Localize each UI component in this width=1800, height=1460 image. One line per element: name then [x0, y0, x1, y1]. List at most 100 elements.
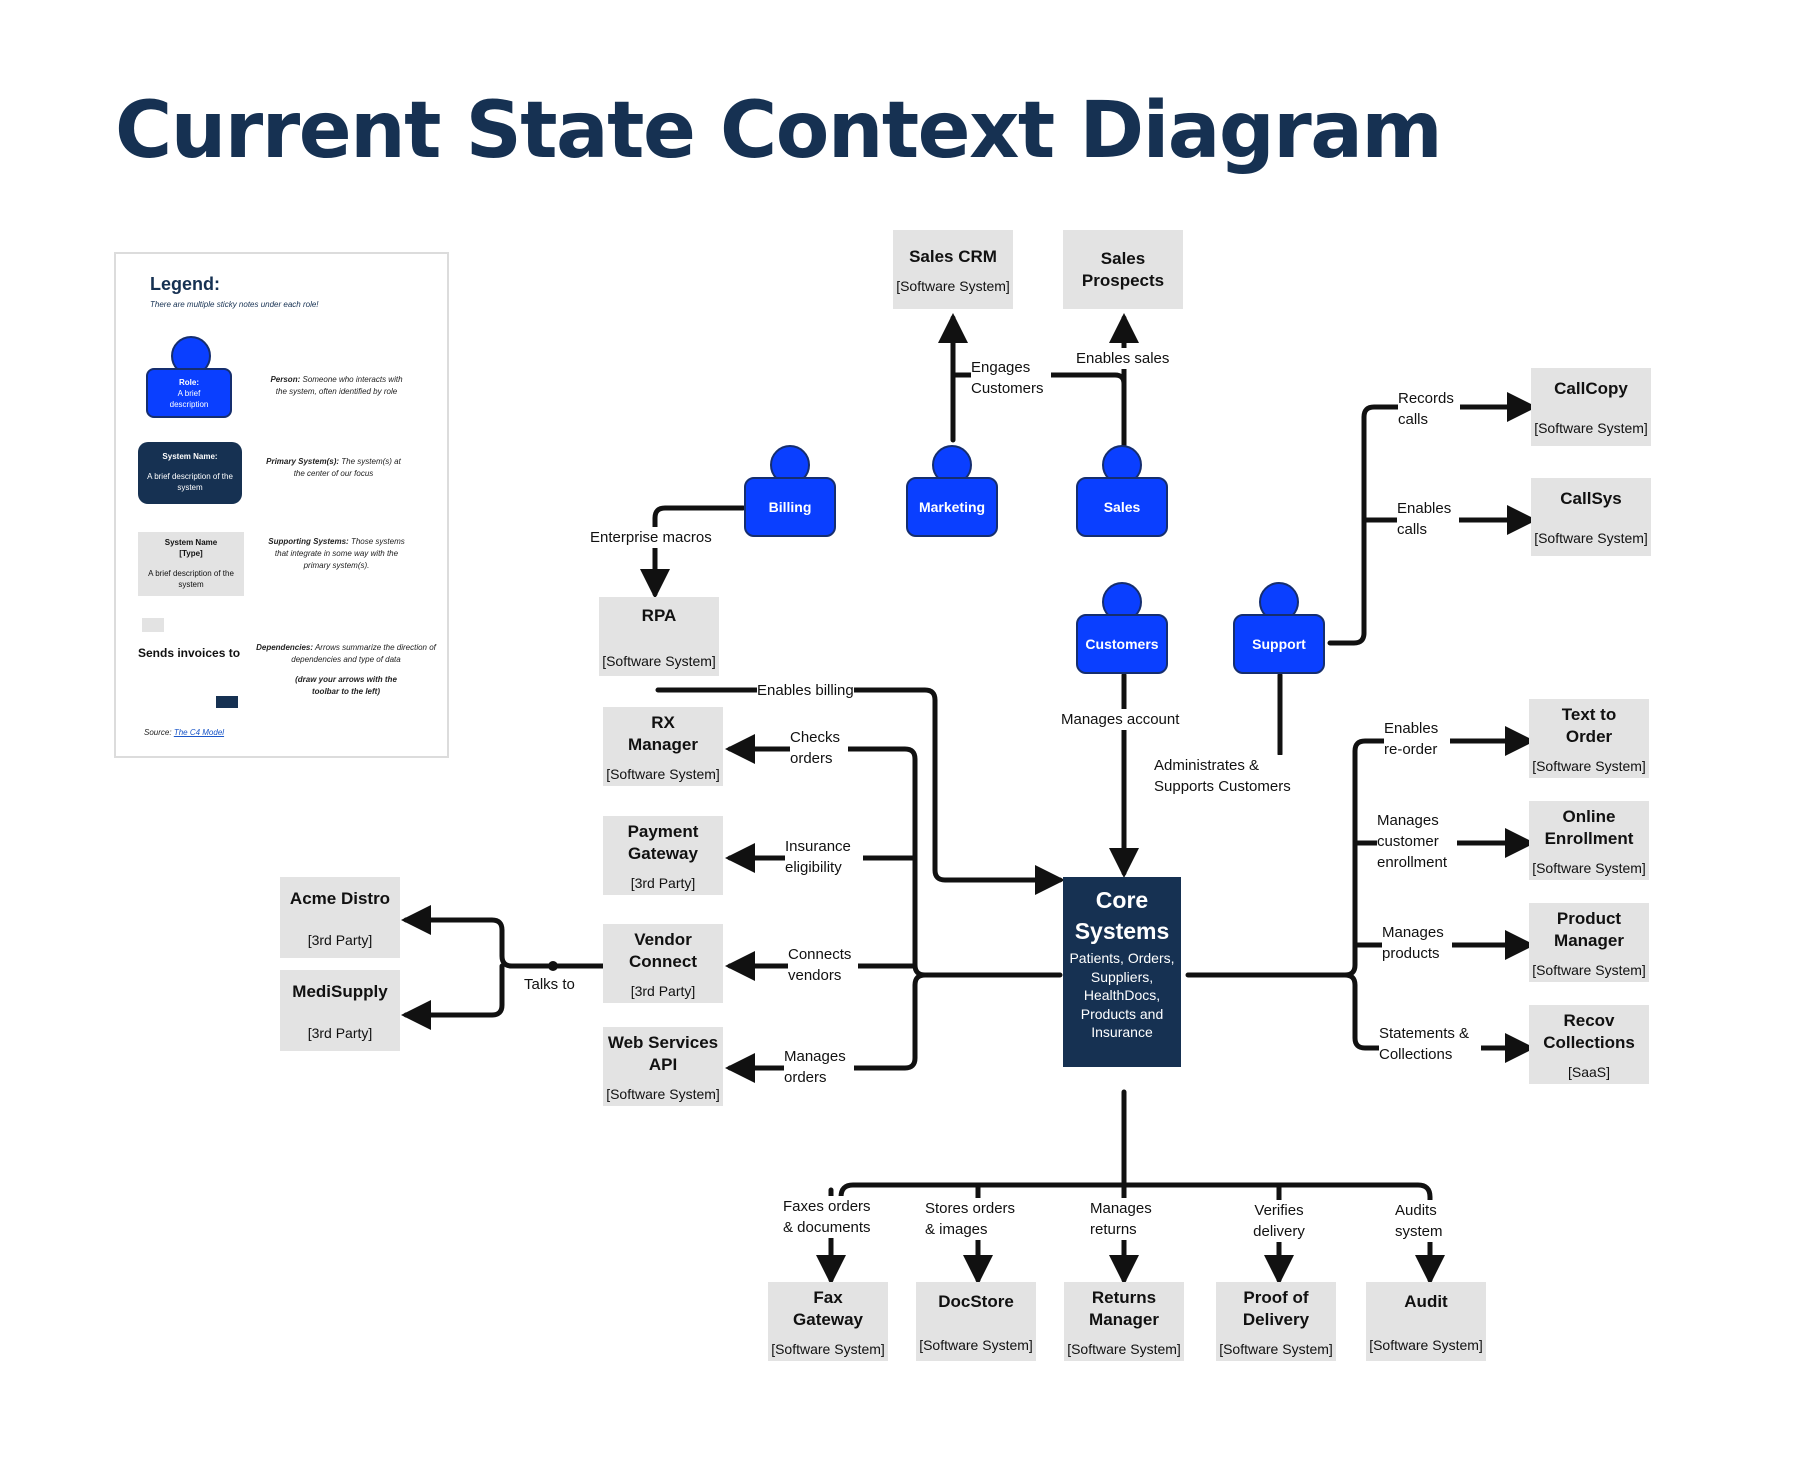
legend-person-card: Role: A brief description — [146, 336, 236, 426]
legend-primary-name: System Name: — [162, 452, 218, 461]
legend-title: Legend: — [150, 274, 220, 294]
system-type: [Software System] — [1532, 961, 1646, 978]
system-proof-of-delivery[interactable]: Proof of Delivery [Software System] — [1216, 1282, 1336, 1361]
core-systems-name: Core Systems — [1074, 887, 1170, 944]
edge-junction-dot — [548, 961, 558, 971]
person-marketing[interactable]: Marketing — [906, 445, 998, 539]
person-support[interactable]: Support — [1233, 582, 1325, 676]
system-type: [Software System] — [1532, 757, 1646, 774]
legend-supporting-term: Supporting Systems: — [268, 537, 349, 546]
legend-supporting-text: Supporting Systems: Those systems that i… — [264, 536, 409, 572]
system-name: Online Enrollment — [1544, 806, 1634, 848]
edge-label-insurance-eligibility: Insurance eligibility — [785, 836, 863, 878]
edge-label-enables-reorder: Enables re-order — [1384, 718, 1450, 760]
legend-person-body: Role: A brief description — [146, 368, 232, 418]
person-customers[interactable]: Customers — [1076, 582, 1168, 676]
system-type: [Software System] — [606, 765, 720, 782]
system-type: [Software System] — [1369, 1336, 1483, 1353]
edge-label-enables-calls: Enables calls — [1397, 498, 1459, 540]
edge-label-engages-customers: Engages Customers — [971, 357, 1051, 399]
system-type: [Software System] — [1534, 420, 1648, 436]
legend-person-term: Person: — [270, 375, 301, 384]
person-sales[interactable]: Sales — [1076, 445, 1168, 539]
person-billing[interactable]: Billing — [744, 445, 836, 539]
legend-primary-text: Primary System(s): The system(s) at the … — [266, 456, 401, 480]
system-acme-distro[interactable]: Acme Distro [3rd Party] — [280, 877, 400, 958]
system-rx-manager[interactable]: RX Manager [Software System] — [603, 707, 723, 786]
edge-rpa-to-core — [655, 687, 1065, 895]
edge-billing-to-rpa — [640, 505, 746, 599]
system-name: MediSupply — [292, 981, 388, 1001]
legend-dependency-desc-text: Arrows summarize the direction of depend… — [291, 643, 436, 664]
legend-subtitle: There are multiple sticky notes under ea… — [150, 300, 319, 309]
system-sales-prospects[interactable]: Sales Prospects — [1063, 230, 1183, 309]
system-type: [SaaS] — [1567, 1063, 1611, 1080]
system-type: [3rd Party] — [307, 931, 373, 948]
system-medisupply[interactable]: MediSupply [3rd Party] — [280, 970, 400, 1051]
legend-dependency-text: Dependencies: Arrows summarize the direc… — [256, 642, 436, 666]
system-type: [Software System] — [602, 652, 716, 669]
legend-person-text: Person: Someone who interacts with the s… — [264, 374, 409, 398]
system-callsys[interactable]: CallSys [Software System] — [1531, 478, 1651, 556]
legend-dependency-label: Sends invoices to — [138, 646, 241, 660]
edge-label-manages-enrollment: Manages customer enrollment — [1377, 810, 1457, 873]
legend-person-desc-text: Someone who interacts with the system, o… — [275, 375, 403, 396]
system-name: Proof of Delivery — [1242, 1287, 1310, 1329]
system-text-to-order[interactable]: Text to Order [Software System] — [1529, 699, 1649, 778]
system-type: [3rd Party] — [307, 1024, 373, 1041]
system-name: Web Services API — [607, 1032, 719, 1074]
legend-source-label: Source: — [144, 728, 172, 737]
system-name: RPA — [641, 605, 677, 625]
system-rpa[interactable]: RPA [Software System] — [599, 597, 719, 676]
system-callcopy[interactable]: CallCopy [Software System] — [1531, 368, 1651, 446]
system-vendor-connect[interactable]: Vendor Connect [3rd Party] — [603, 924, 723, 1003]
system-name: Recov Collections — [1543, 1010, 1635, 1052]
system-name: Audit — [1404, 1291, 1448, 1311]
core-systems-box[interactable]: Core Systems Patients, Orders, Suppliers… — [1063, 877, 1181, 1067]
edge-label-verifies-delivery: Verifies delivery — [1246, 1200, 1312, 1242]
system-type: [Software System] — [606, 1085, 720, 1102]
system-type: [Software System] — [1219, 1340, 1333, 1357]
edge-support-to-callcopy — [1327, 392, 1537, 646]
system-name: DocStore — [938, 1291, 1014, 1311]
edge-label-enables-sales: Enables sales — [1076, 348, 1170, 369]
system-fax-gateway[interactable]: Fax Gateway [Software System] — [768, 1282, 888, 1361]
system-web-services-api[interactable]: Web Services API [Software System] — [603, 1027, 723, 1106]
edge-label-faxes-orders: Faxes orders & documents — [783, 1196, 883, 1238]
edge-label-audits-system: Audits system — [1395, 1200, 1453, 1242]
system-name: Product Manager — [1554, 908, 1624, 950]
core-systems-desc: Patients, Orders, Suppliers, HealthDocs,… — [1069, 950, 1175, 1040]
legend-primary-desc-text: The system(s) at the center of our focus — [293, 457, 401, 478]
edge-label-checks-orders: Checks orders — [790, 727, 848, 769]
edge-label-statements-collections: Statements & Collections — [1379, 1023, 1481, 1065]
legend-supporting-desc-text: Those systems that integrate in some way… — [274, 537, 405, 570]
system-payment-gateway[interactable]: Payment Gateway [3rd Party] — [603, 816, 723, 895]
legend-panel: Legend: There are multiple sticky notes … — [114, 252, 449, 758]
system-name: Payment Gateway — [627, 821, 699, 863]
legend-supporting-name: System Name — [164, 538, 218, 547]
system-online-enrollment[interactable]: Online Enrollment [Software System] — [1529, 801, 1649, 880]
legend-source-link[interactable]: The C4 Model — [173, 728, 225, 737]
system-docstore[interactable]: DocStore [Software System] — [916, 1282, 1036, 1361]
system-returns-manager[interactable]: Returns Manager [Software System] — [1064, 1282, 1184, 1361]
system-name: CallSys — [1560, 489, 1622, 508]
edge-label-stores-orders: Stores orders & images — [925, 1198, 1025, 1240]
legend-person-role: Role: — [179, 378, 199, 387]
page-title: Current State Context Diagram — [115, 86, 1443, 176]
system-name: Sales Prospects — [1081, 248, 1165, 290]
legend-dependency-note: (draw your arrows with the toolbar to th… — [295, 675, 397, 696]
legend-person-desc: A brief description — [169, 389, 209, 409]
person-label: Sales — [1076, 477, 1168, 537]
system-type: [Software System] — [919, 1336, 1033, 1353]
person-label: Marketing — [906, 477, 998, 537]
system-product-manager[interactable]: Product Manager [Software System] — [1529, 903, 1649, 982]
system-name: Returns Manager — [1089, 1287, 1159, 1329]
edge-core-bottom-bus — [838, 1182, 1433, 1205]
system-recov-collections[interactable]: Recov Collections [SaaS] — [1529, 1005, 1649, 1084]
legend-supporting-type: [Type] — [179, 549, 203, 558]
system-sales-crm[interactable]: Sales CRM [Software System] — [893, 230, 1013, 309]
legend-dependency-target — [216, 696, 238, 708]
edge-label-manages-account: Manages account — [1061, 709, 1180, 730]
edge-core-to-recov-collections — [1342, 972, 1535, 1063]
system-audit[interactable]: Audit [Software System] — [1366, 1282, 1486, 1361]
